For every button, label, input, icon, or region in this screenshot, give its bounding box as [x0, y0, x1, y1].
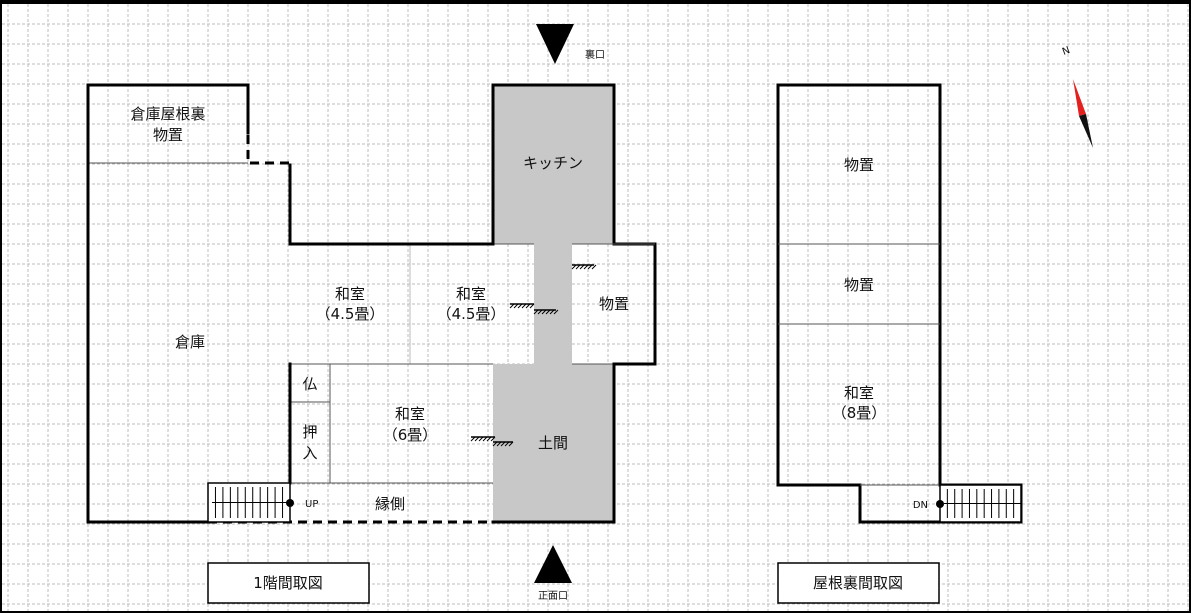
warehouse-label: 倉庫	[175, 333, 205, 351]
butsudan-label: 仏	[302, 375, 317, 393]
back-entrance-arrow	[536, 24, 574, 64]
floor1-title-box	[207, 562, 370, 604]
front-entrance-marker: 正面口	[534, 545, 572, 602]
washitsu-north-wall	[288, 163, 495, 246]
back-entrance-label: 裏口	[585, 48, 605, 61]
front-entrance-arrow	[534, 545, 572, 583]
staircase-up	[207, 482, 294, 523]
floor1-plan: 倉庫屋根裏 物置 倉庫 キッチン 和室 （4.5畳） 和室 （4.5畳） 物置 …	[86, 83, 657, 604]
attic-title-box	[777, 562, 940, 604]
kitchen-label: キッチン	[523, 154, 583, 172]
front-entrance-label: 正面口	[538, 591, 568, 602]
attic-washitsu-label-1: 和室	[844, 384, 874, 402]
warehouse-wall	[86, 83, 250, 524]
compass-south-needle	[1079, 114, 1093, 148]
compass: N	[1061, 45, 1093, 148]
back-entrance-marker: 裏口	[536, 24, 605, 64]
stair-dn-label: DN	[913, 500, 928, 511]
attic-title: 屋根裏間取図	[813, 574, 903, 592]
attic-storage-mid-label: 物置	[844, 276, 874, 294]
staircase-down	[936, 484, 1022, 523]
attic-storage-top-label: 物置	[844, 156, 874, 174]
washitsu-a-label-2: （4.5畳）	[316, 305, 385, 323]
stair-up-label: UP	[305, 499, 318, 510]
step-marks-floor1	[470, 264, 597, 447]
closet-label-2: 入	[302, 444, 317, 462]
compass-north-label: N	[1061, 45, 1072, 58]
storage-attic-label-2: 物置	[153, 126, 183, 144]
shaded-kitchen-doma	[493, 85, 614, 522]
compass-north-needle	[1073, 79, 1086, 116]
floor1-title: 1階間取図	[253, 574, 323, 592]
attic-dashed-wall	[246, 135, 290, 165]
attic-washitsu-label-2: （8畳）	[832, 404, 887, 422]
washitsu-c-label-2: （6畳）	[383, 426, 438, 444]
washitsu-a-label-1: 和室	[335, 285, 365, 303]
engawa-label: 縁側	[375, 495, 405, 513]
storage-attic-label-1: 倉庫屋根裏	[130, 105, 205, 123]
attic-plan: 物置 物置 和室 （8畳） DN 屋根裏間取図	[776, 83, 1023, 604]
doma-label: 土間	[538, 434, 568, 452]
washitsu-b-label-1: 和室	[456, 285, 486, 303]
washitsu-c-label-1: 和室	[395, 405, 425, 423]
washitsu-b-label-2: （4.5畳）	[437, 305, 506, 323]
closet-label-1: 押	[302, 423, 317, 441]
small-storage-label: 物置	[599, 295, 629, 313]
